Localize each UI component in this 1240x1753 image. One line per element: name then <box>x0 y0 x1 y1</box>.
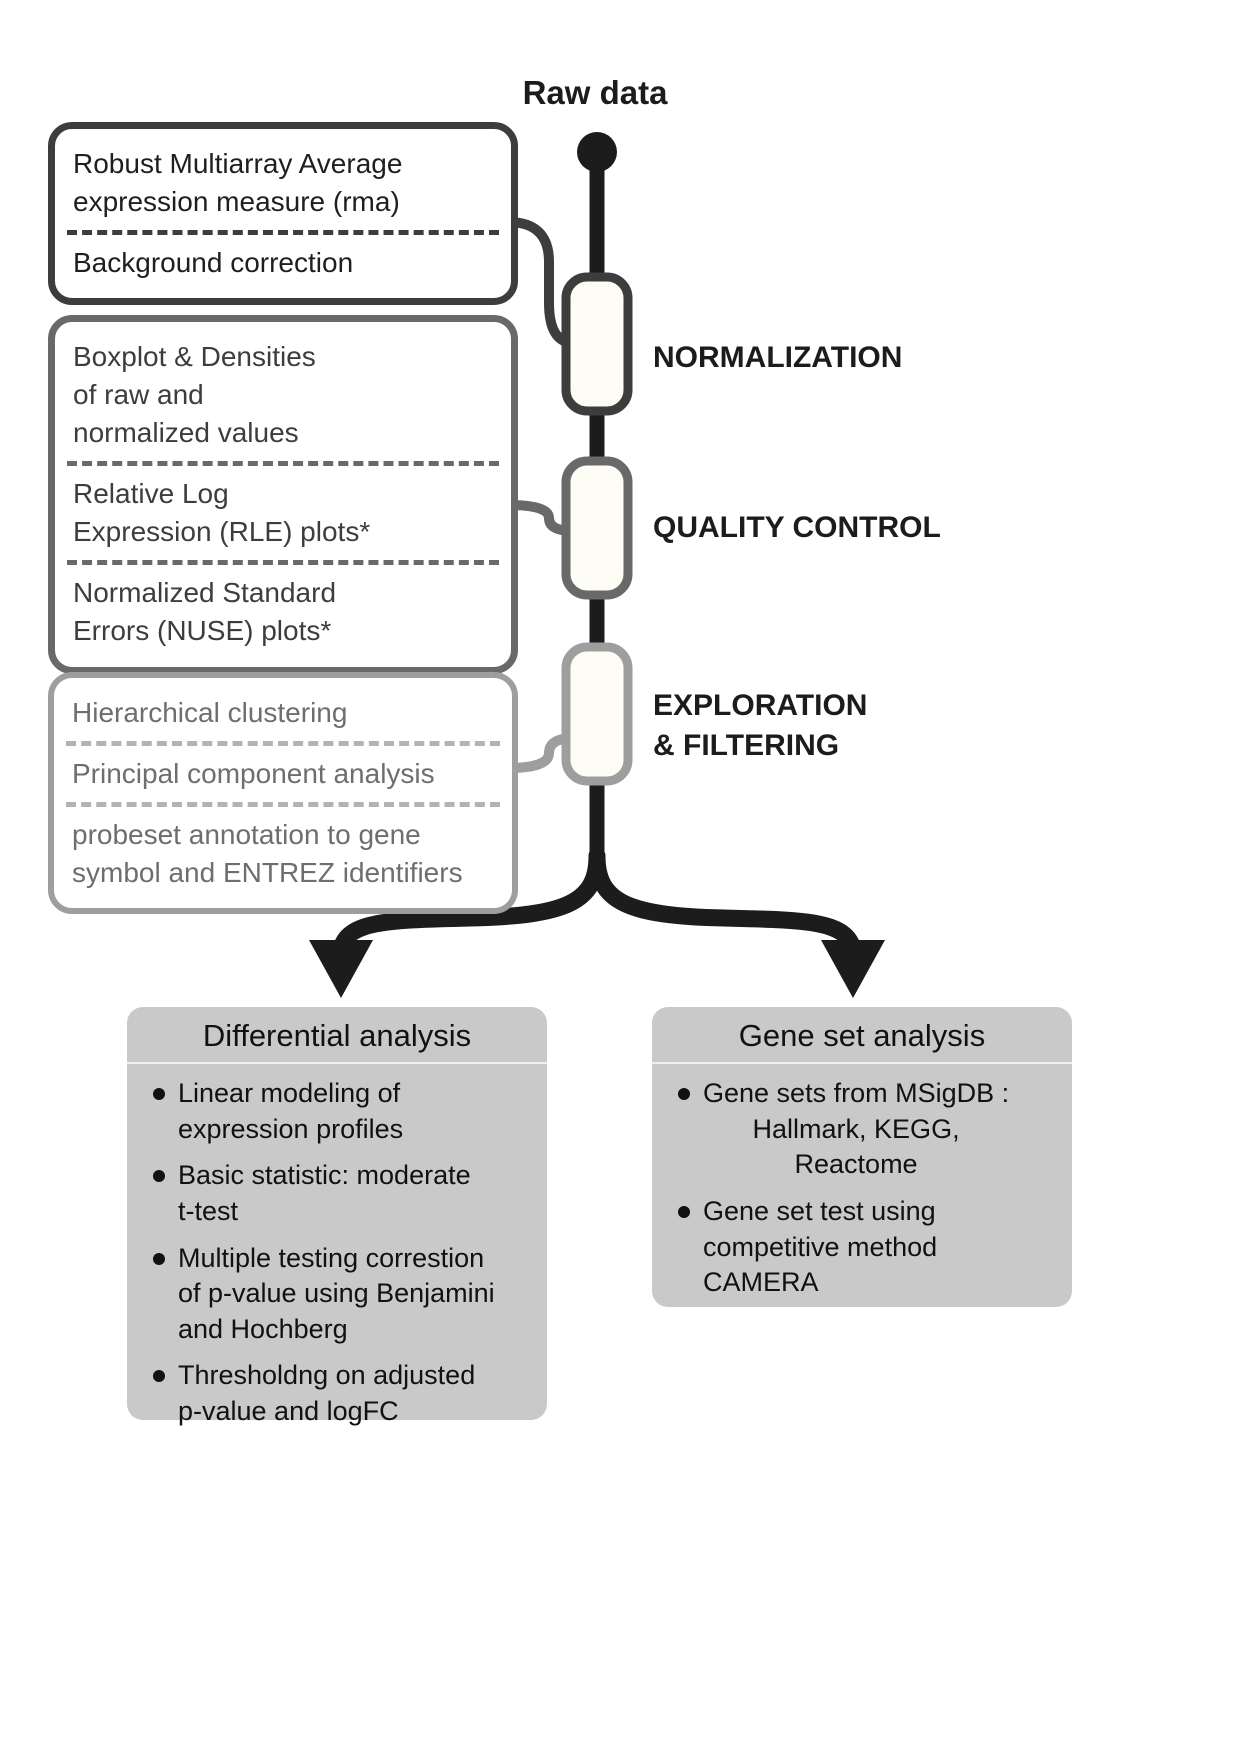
bullet-icon <box>678 1205 690 1218</box>
node-exploration <box>561 642 633 786</box>
bullet-icon <box>678 1088 690 1100</box>
arrowhead-right-icon <box>821 940 885 998</box>
step-background-correction: Background correction <box>73 247 354 279</box>
list-item-text: Basic statistic: moderate t-test <box>178 1160 471 1226</box>
list-item-text: Gene sets from MSigDB : Hallmark, KEGG, … <box>703 1078 1010 1180</box>
node-normalization <box>561 272 633 416</box>
dashed-divider <box>67 230 499 236</box>
differential-analysis-list: Linear modeling of expression profiles B… <box>127 1076 547 1430</box>
quality-control-steps-box: Boxplot & Densities of raw and normalize… <box>48 315 518 674</box>
dashed-divider <box>67 560 499 566</box>
dashed-divider <box>67 461 499 467</box>
raw-data-label: Raw data <box>522 74 668 111</box>
stage-label-normalization: NORMALIZATION <box>653 341 903 374</box>
node-quality-control <box>561 456 633 600</box>
normalization-steps-box: Robust Multiarray Average expression mea… <box>48 122 518 306</box>
gene-set-analysis-panel: Gene set analysis Gene sets from MSigDB … <box>652 1007 1072 1307</box>
stage-label-exploration-filtering: EXPLORATION & FILTERING <box>653 689 868 762</box>
bullet-icon <box>153 1170 165 1183</box>
arrowhead-left-icon <box>309 940 373 998</box>
list-item-text: Multiple testing correstion of p-value u… <box>178 1242 495 1344</box>
panel-title-gene-set: Gene set analysis <box>652 1007 1072 1064</box>
exploration-steps-box: Hierarchical clustering Principal compon… <box>48 672 518 915</box>
bullet-icon <box>153 1252 165 1265</box>
step-hierarchical-clustering: Hierarchical clustering <box>72 697 348 728</box>
step-pca: Principal component analysis <box>72 758 435 790</box>
step-rle-plots: Relative Log Expression (RLE) plots* <box>73 478 371 548</box>
connector-normalization <box>507 217 575 348</box>
raw-data-node <box>577 132 617 172</box>
list-item: Linear modeling of expression profiles <box>153 1076 531 1147</box>
list-item: Gene set test using competitive method C… <box>678 1194 1056 1301</box>
step-probeset-annotation: probeset annotation to gene symbol and E… <box>72 819 463 889</box>
branch-right-line <box>588 847 862 959</box>
step-nuse-plots: Normalized Standard Errors (NUSE) plots* <box>73 577 337 647</box>
dashed-divider <box>66 741 500 747</box>
panel-title-differential: Differential analysis <box>127 1007 547 1064</box>
bullet-icon <box>153 1088 165 1100</box>
list-item-text: Linear modeling of expression profiles <box>178 1078 404 1144</box>
branch-left-line <box>332 847 606 959</box>
step-boxplot-densities: Boxplot & Densities of raw and normalize… <box>73 341 316 449</box>
list-item: Gene sets from MSigDB : Hallmark, KEGG, … <box>678 1076 1056 1183</box>
gene-set-analysis-list: Gene sets from MSigDB : Hallmark, KEGG, … <box>652 1076 1072 1301</box>
list-item-text: Gene set test using competitive method C… <box>703 1195 938 1298</box>
list-item-text: Thresholdng on adjusted p-value and logF… <box>178 1360 476 1426</box>
list-item: Thresholdng on adjusted p-value and logF… <box>153 1358 531 1429</box>
list-item: Basic statistic: moderate t-test <box>153 1158 531 1229</box>
stage-label-quality-control: QUALITY CONTROL <box>653 511 941 544</box>
bullet-icon <box>153 1370 165 1383</box>
step-rma: Robust Multiarray Average expression mea… <box>73 148 403 218</box>
list-item: Multiple testing correstion of p-value u… <box>153 1241 531 1348</box>
differential-analysis-panel: Differential analysis Linear modeling of… <box>127 1007 547 1426</box>
dashed-divider <box>66 802 500 808</box>
